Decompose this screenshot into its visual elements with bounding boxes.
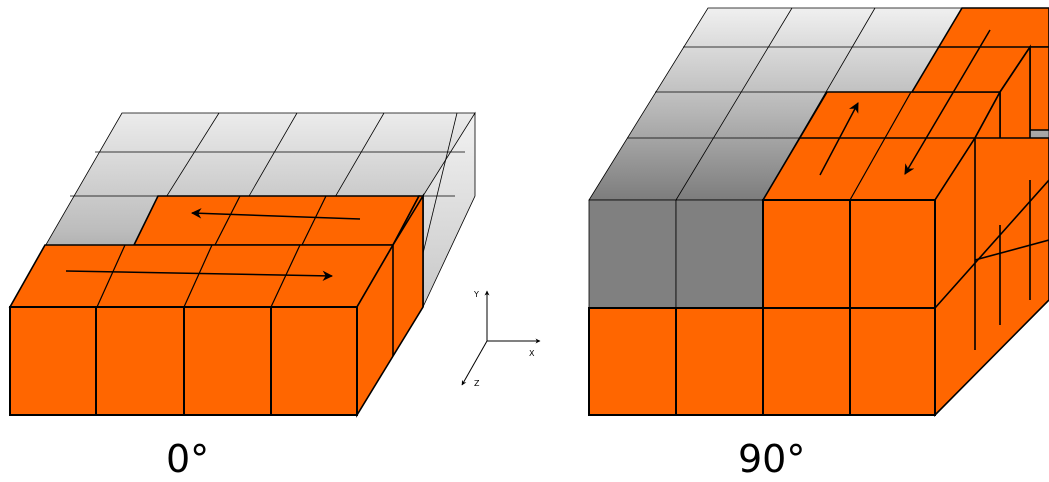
filled-top-back-row [132, 195, 421, 246]
filled-top-front-row [8, 244, 395, 308]
axis-x-label: X [529, 349, 535, 358]
arrow-up [819, 102, 859, 176]
axis-triad [461, 290, 541, 386]
filled-cube-face [762, 199, 851, 309]
filled-right-side [934, 137, 1049, 417]
filled-right-side [356, 193, 424, 418]
front-cube-row [588, 307, 936, 416]
empty-cube-face [588, 199, 677, 309]
arrow-down [904, 29, 991, 175]
block-90-degrees [588, 7, 1049, 417]
front-cube-row [9, 306, 358, 416]
caption-90-degrees: 90° [738, 437, 806, 481]
empty-cube-face [675, 199, 764, 309]
arrow-right [65, 270, 334, 282]
block-0-degrees [8, 111, 476, 418]
caption-0-degrees: 0° [166, 437, 210, 481]
filled-cube-face [849, 199, 936, 309]
axis-y-label: Y [473, 290, 479, 299]
axis-z-label: Z [474, 379, 480, 388]
arrow-left [190, 208, 361, 220]
